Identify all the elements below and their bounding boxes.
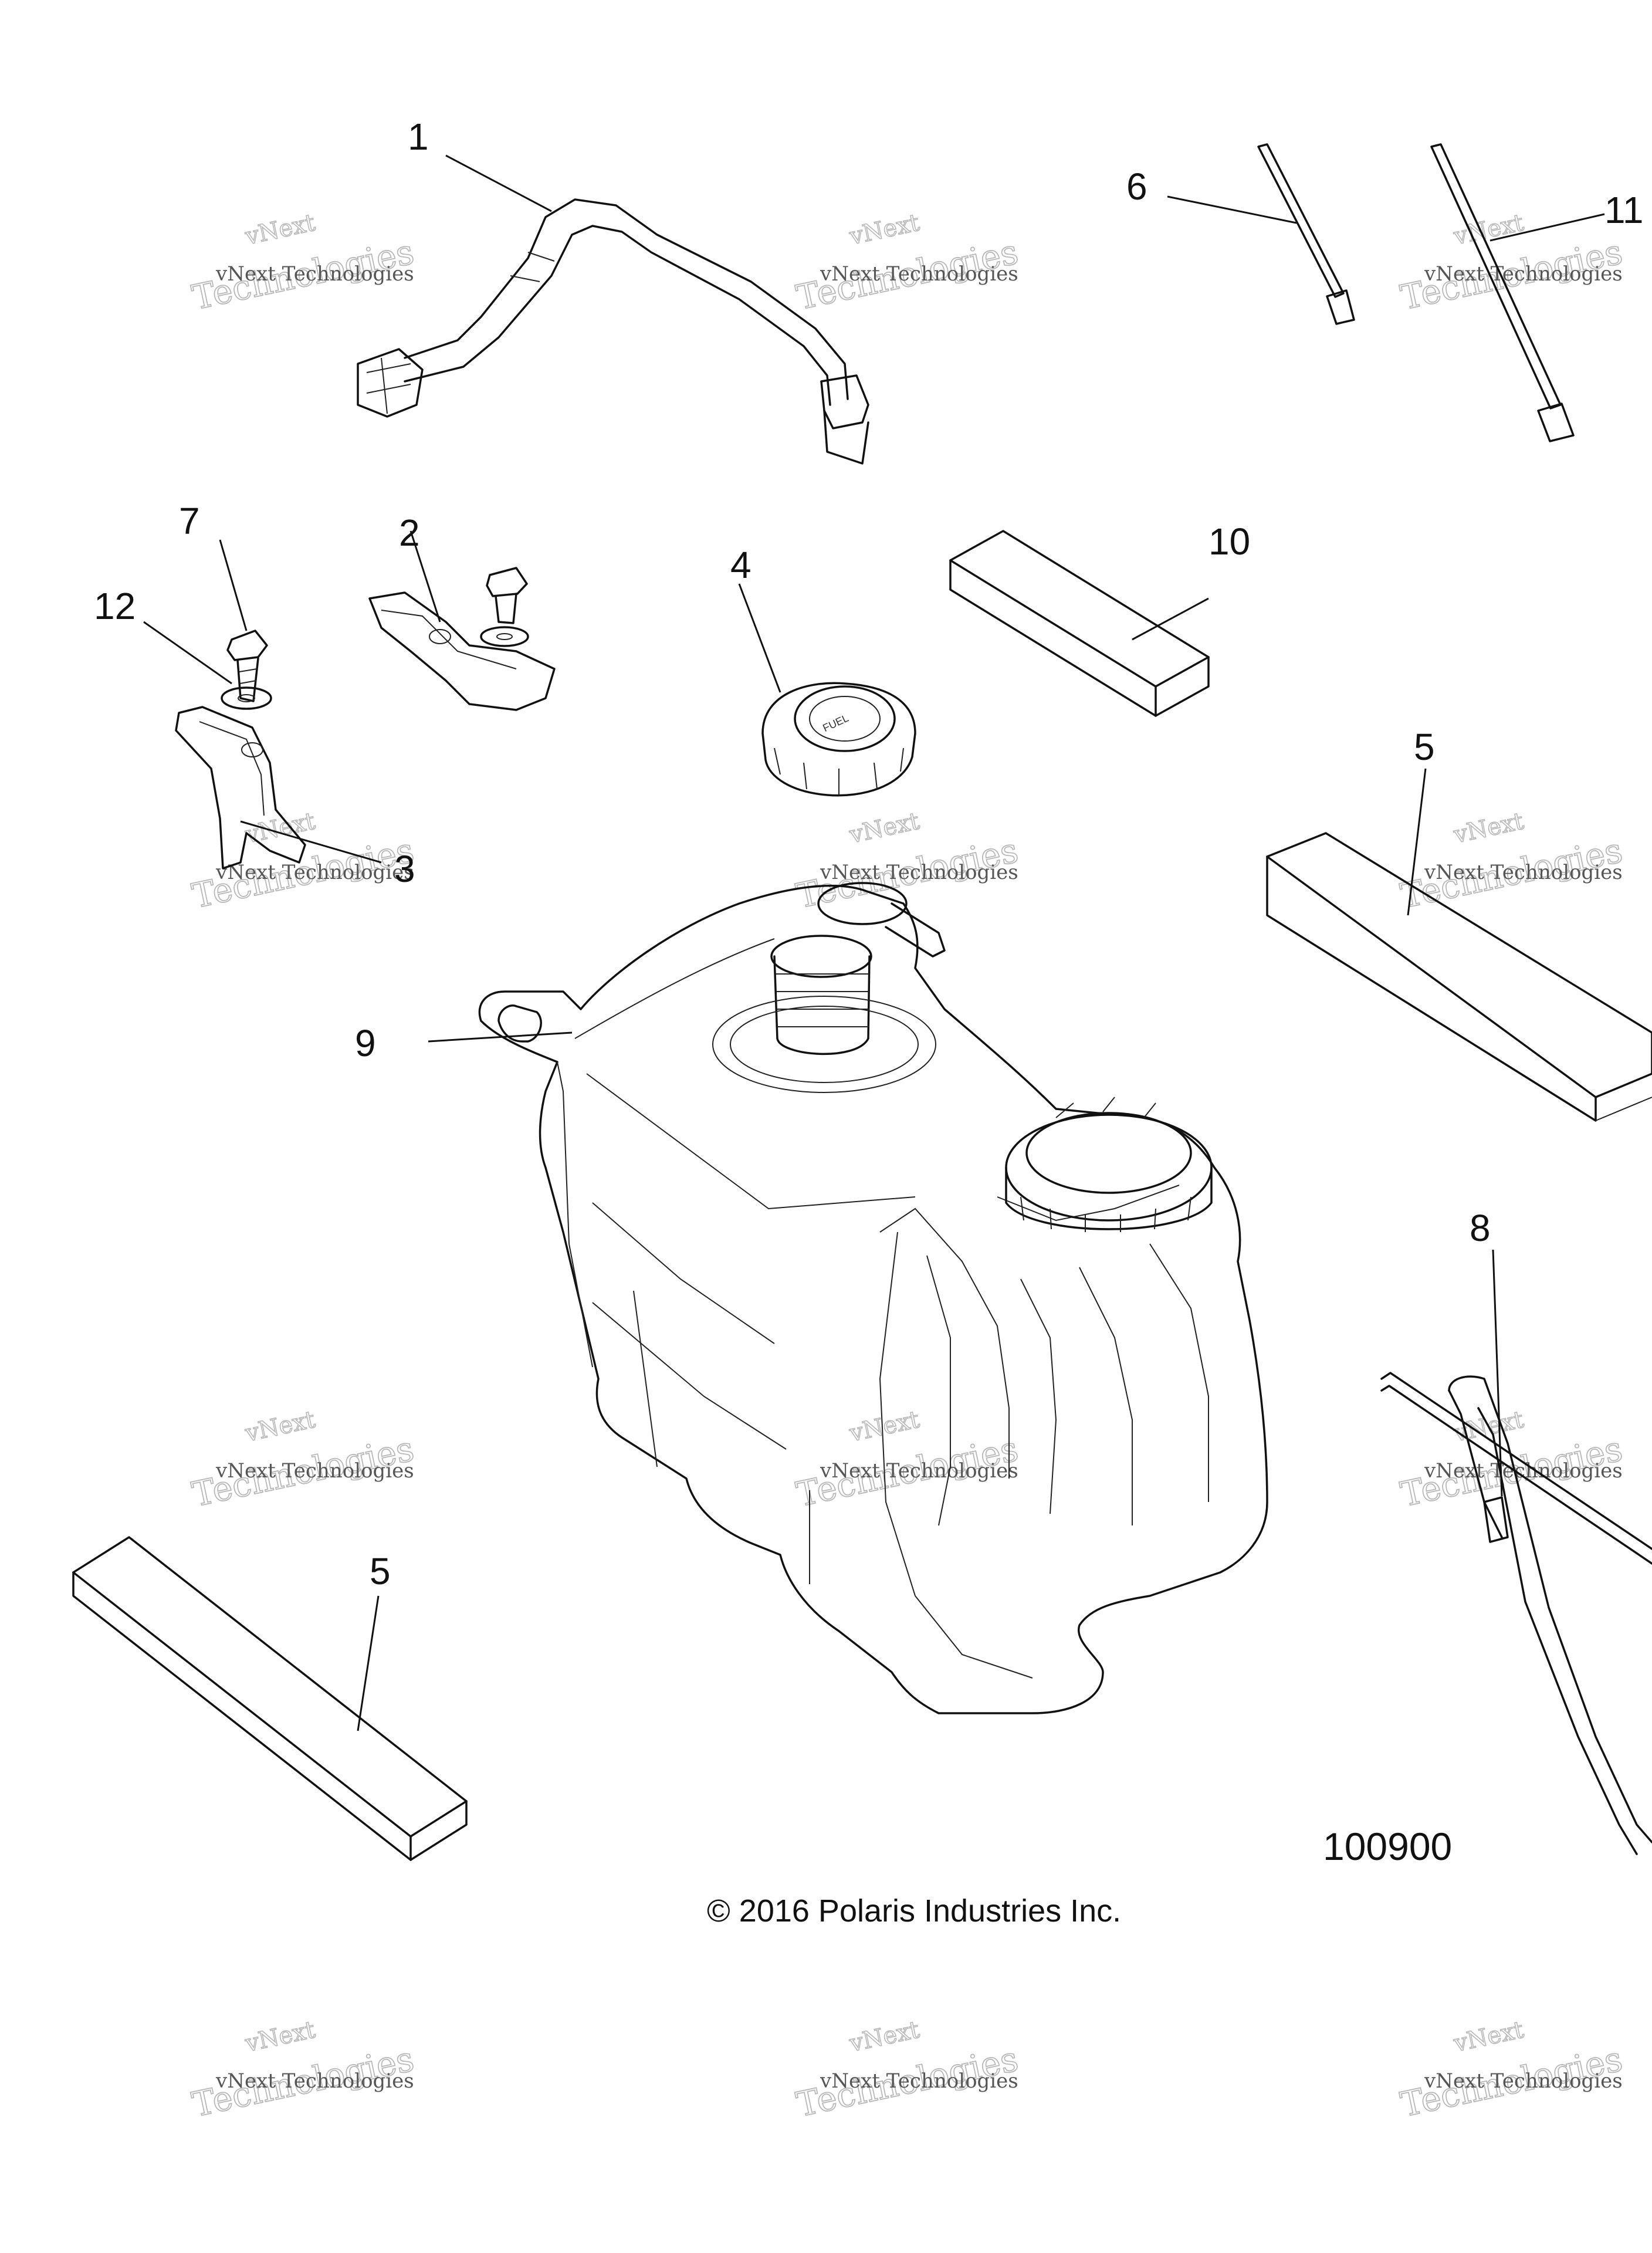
watermark-line2: vNext Technologies	[1424, 861, 1623, 884]
callout-4: 4	[730, 544, 751, 586]
watermark-line1: vNext	[242, 209, 317, 251]
bolt	[226, 630, 268, 702]
watermark-line2: vNext Technologies	[820, 861, 1018, 884]
watermark-line1: vNext	[847, 2017, 922, 2058]
copyright-notice: © 2016 Polaris Industries Inc.	[707, 1893, 1121, 1929]
leader-lines	[143, 154, 1605, 1731]
watermark: vNext Technologies	[188, 2016, 418, 2125]
watermark-line1: vNext	[1451, 2017, 1526, 2058]
watermark-line2: vNext Technologies	[215, 1459, 414, 1483]
watermark-line1: vNext	[847, 209, 922, 251]
foam-block-upper	[949, 530, 1210, 717]
callout-7: 7	[179, 500, 200, 542]
fuel-tank	[478, 882, 1268, 1714]
watermark: vNext Technologies	[188, 807, 418, 916]
watermark: vNext Technologies	[188, 209, 418, 318]
vent-hose	[1380, 1372, 1652, 1855]
watermark-line2: vNext Technologies	[215, 2069, 414, 2093]
watermark-line2: vNext Technologies	[1424, 2069, 1623, 2093]
figure-number: 100900	[1323, 1825, 1452, 1868]
watermark: vNext Technologies	[793, 209, 1022, 318]
washer	[221, 686, 272, 710]
callout-1: 1	[408, 116, 429, 158]
bracket-upper	[368, 567, 556, 711]
callout-9: 9	[355, 1022, 376, 1064]
watermark-line1: vNext	[242, 1406, 317, 1447]
watermark: vNext Technologies	[1397, 209, 1626, 318]
callout-5-right: 5	[1414, 726, 1435, 768]
callout-6: 6	[1126, 165, 1147, 208]
watermark: vNext Technologies	[188, 1406, 418, 1515]
watermark-line1: vNext	[1451, 808, 1526, 849]
callout-5-left: 5	[370, 1550, 391, 1592]
watermark-line2: vNext Technologies	[215, 262, 414, 286]
watermark: vNext Technologies	[1397, 807, 1626, 916]
foam-block-right	[1266, 832, 1652, 1122]
watermark: vNext Technologies	[1397, 2016, 1626, 2125]
cable-tie-small	[1257, 143, 1355, 325]
callout-11: 11	[1604, 189, 1643, 231]
callout-3: 3	[394, 848, 415, 890]
fuel-cap: FUEL	[761, 682, 916, 797]
watermark-line2: vNext Technologies	[820, 1459, 1018, 1483]
fuel-line-hose	[357, 198, 869, 465]
bracket-lower	[175, 706, 306, 870]
watermark-line2: vNext Technologies	[215, 861, 414, 884]
callout-labels: 1 2 3 4 5 5 6 7 8 9 10 11 12	[94, 116, 1643, 1592]
watermark: vNext Technologies	[793, 2016, 1022, 2125]
callout-10: 10	[1208, 520, 1250, 563]
watermark-line2: vNext Technologies	[820, 2069, 1018, 2093]
watermark-line2: vNext Technologies	[1424, 262, 1623, 286]
callout-2: 2	[399, 512, 420, 554]
watermark: vNext Technologies	[793, 1406, 1022, 1515]
callout-12: 12	[94, 585, 136, 627]
foam-block-left	[72, 1536, 468, 1861]
svg-text:FUEL: FUEL	[821, 712, 850, 735]
callout-8: 8	[1470, 1207, 1491, 1249]
watermark-line1: vNext	[847, 808, 922, 849]
cable-tie-long	[1430, 143, 1575, 442]
watermark-line1: vNext	[242, 2017, 317, 2058]
watermark-line1: vNext	[847, 1406, 922, 1447]
watermark-line2: vNext Technologies	[820, 262, 1018, 286]
